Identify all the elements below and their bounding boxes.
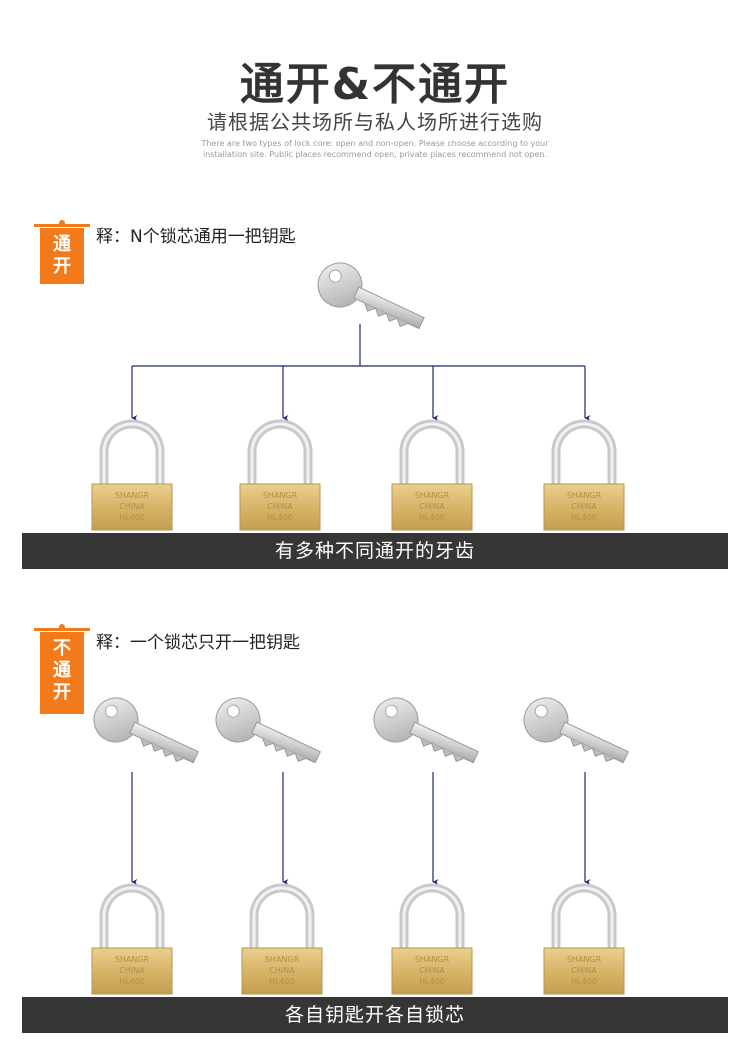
individual-key bbox=[523, 697, 629, 764]
page-title: 通开&不通开 bbox=[239, 59, 511, 110]
engraving-line: HL400 bbox=[571, 513, 597, 522]
engraving-line: CHINA bbox=[119, 966, 145, 975]
individual-key-description: 释：一个锁芯只开一把钥匙 bbox=[96, 633, 300, 653]
individual-connector bbox=[131, 772, 591, 885]
lock-engraving: SHANGR CHINA HL400 SHANGR CHINA HL400 SH… bbox=[115, 491, 602, 522]
engraving-line: CHINA bbox=[419, 966, 445, 975]
master-tag-char: 开 bbox=[53, 256, 71, 277]
individual-key bbox=[373, 697, 479, 764]
engraving-line: SHANGR bbox=[115, 491, 150, 500]
padlock bbox=[241, 883, 323, 995]
engraving-line: SHANGR bbox=[415, 491, 450, 500]
padlock bbox=[391, 419, 473, 531]
padlock bbox=[91, 883, 173, 995]
engraving-line: SHANGR bbox=[265, 955, 300, 964]
engraving-line: SHANGR bbox=[115, 955, 150, 964]
engraving-line: HL400 bbox=[269, 977, 295, 986]
padlock bbox=[91, 419, 173, 531]
engraving-line: SHANGR bbox=[567, 955, 602, 964]
individual-key-tag: 不 通 开 bbox=[34, 624, 90, 714]
padlock bbox=[239, 419, 321, 531]
master-key-caption-bar: 有多种不同通开的牙齿 bbox=[22, 533, 728, 569]
master-key bbox=[317, 262, 425, 330]
engraving-line: CHINA bbox=[419, 502, 445, 511]
page-subtitle: 请根据公共场所与私人场所进行选购 bbox=[207, 110, 543, 134]
engraving-line: CHINA bbox=[119, 502, 145, 511]
individual-tag-char: 通 bbox=[53, 660, 71, 681]
individual-key bbox=[215, 697, 321, 764]
engraving-line: HL400 bbox=[119, 977, 145, 986]
individual-tag-char: 不 bbox=[53, 638, 71, 659]
padlock bbox=[543, 883, 625, 995]
english-note: There are two types of lock core: open a… bbox=[0, 138, 750, 160]
master-tag-char: 通 bbox=[53, 234, 71, 255]
individual-tag-char: 开 bbox=[53, 682, 71, 703]
english-note-line-1: There are two types of lock core: open a… bbox=[201, 139, 549, 148]
engraving-line: HL400 bbox=[419, 977, 445, 986]
master-key-description: 释：N个锁芯通用一把钥匙 bbox=[96, 227, 296, 247]
padlock bbox=[543, 419, 625, 531]
master-connector bbox=[131, 324, 591, 421]
engraving-line: HL400 bbox=[119, 513, 145, 522]
engraving-line: CHINA bbox=[267, 502, 293, 511]
engraving-line: CHINA bbox=[571, 966, 597, 975]
engraving-line: HL400 bbox=[267, 513, 293, 522]
master-key-tag: 通 开 bbox=[34, 220, 90, 284]
engraving-line: CHINA bbox=[571, 502, 597, 511]
individual-key bbox=[93, 697, 199, 764]
engraving-line: SHANGR bbox=[263, 491, 298, 500]
individual-key-caption-bar: 各自钥匙开各自锁芯 bbox=[22, 997, 728, 1033]
padlock bbox=[391, 883, 473, 995]
engraving-line: HL400 bbox=[571, 977, 597, 986]
engraving-line: SHANGR bbox=[567, 491, 602, 500]
engraving-line: SHANGR bbox=[415, 955, 450, 964]
engraving-line: HL400 bbox=[419, 513, 445, 522]
english-note-line-2: installation site. Public places recomme… bbox=[202, 150, 548, 159]
lock-engraving: SHANGR CHINA HL400 SHANGR CHINA HL400 SH… bbox=[115, 955, 602, 986]
engraving-line: CHINA bbox=[269, 966, 295, 975]
